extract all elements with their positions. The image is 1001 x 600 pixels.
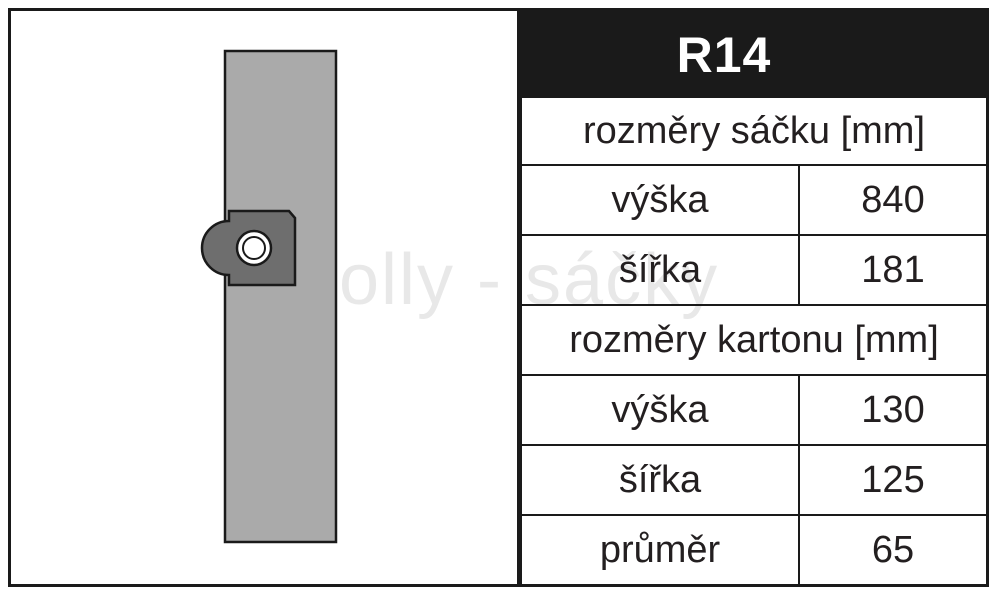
vacuum-bag-icon <box>200 49 338 544</box>
row-label: šířka <box>522 446 800 514</box>
table-row: průměr 65 <box>522 516 986 584</box>
table-row: šířka 125 <box>522 446 986 516</box>
row-label: průměr <box>522 516 800 584</box>
row-value: 130 <box>861 388 925 431</box>
table-row: výška 840 <box>522 166 986 236</box>
product-card: Jolly - sáčky R14 rozměry sáčku [mm] výš… <box>8 8 989 587</box>
table-row: šířka 181 <box>522 236 986 306</box>
table-row: výška 130 <box>522 376 986 446</box>
row-label: výška <box>522 376 800 444</box>
panel-divider <box>517 11 522 584</box>
row-value: 65 <box>871 528 915 571</box>
section-header-bag: rozměry sáčku [mm] <box>522 98 986 166</box>
bag-body <box>223 49 338 544</box>
row-value: 840 <box>861 178 925 221</box>
row-value: 125 <box>861 458 925 501</box>
row-label: výška <box>522 166 800 234</box>
title-bar <box>522 11 986 98</box>
section-header-carton: rozměry kartonu [mm] <box>522 306 986 376</box>
watermark: Jolly - sáčky <box>301 240 720 320</box>
product-code: R14 <box>676 26 772 83</box>
dimensions-table: R14 rozměry sáčku [mm] výška 840 šířka 1… <box>522 11 986 584</box>
bag-illustration-panel: Jolly - sáčky <box>11 11 717 584</box>
collar-hole-inner <box>242 236 266 260</box>
row-label: šířka <box>522 236 800 304</box>
row-value: 181 <box>861 248 925 291</box>
